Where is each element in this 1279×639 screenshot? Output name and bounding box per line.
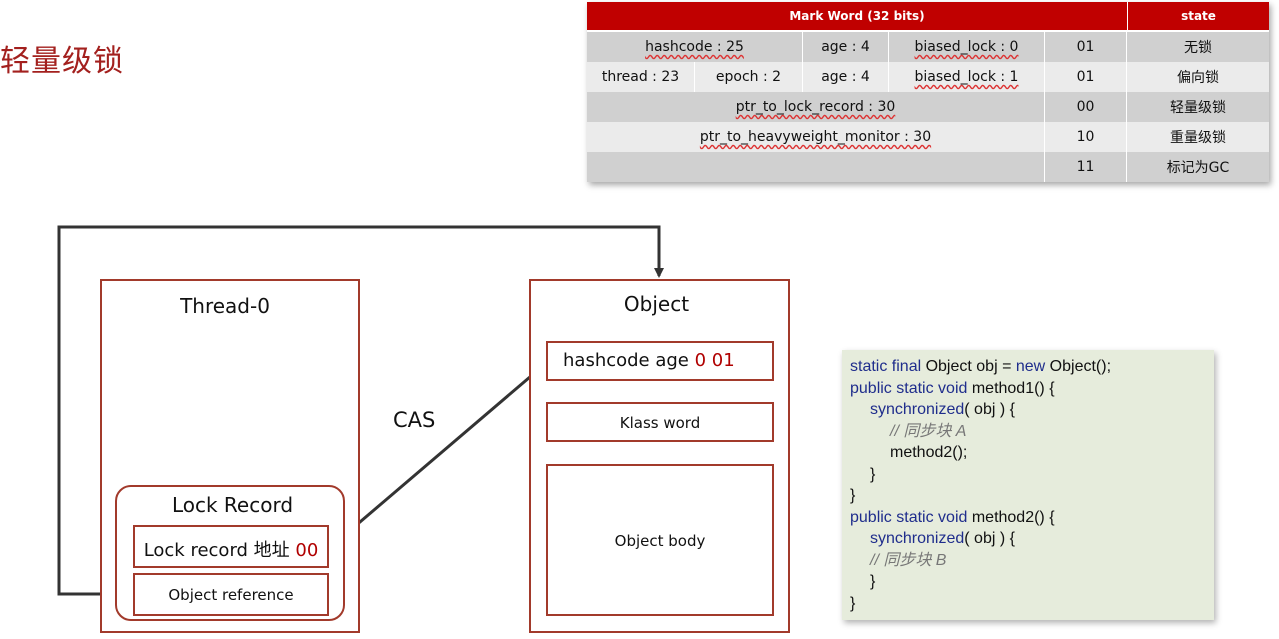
table-row: 11 标记为GC	[587, 152, 1269, 182]
code-line: }	[850, 594, 856, 612]
cell-thread: thread : 23	[601, 69, 680, 85]
klass-word-box	[546, 402, 774, 442]
table-row: hashcode : 25 age : 4 biased_lock : 0 01…	[587, 32, 1269, 62]
object-title: Object	[623, 292, 690, 316]
code-line: }	[870, 465, 876, 483]
mark-word-header: Mark Word (32 bits)	[587, 2, 1127, 30]
table-row: ptr_to_lock_record : 30 00 轻量级锁	[587, 92, 1269, 122]
lock-record-address	[133, 525, 329, 568]
cell-state: 无锁	[1184, 40, 1212, 56]
cell-bits: 01	[1076, 39, 1095, 55]
cell-bits: 11	[1076, 159, 1095, 175]
table-row: thread : 23 epoch : 2 age : 4 biased_loc…	[587, 62, 1269, 92]
state-header: state	[1128, 2, 1269, 30]
code-line: public static void method1() {	[850, 379, 1055, 397]
object-body-label: Object body	[614, 532, 706, 550]
object-header-text: hashcode age	[563, 350, 695, 371]
object-header-bits: 0 01	[694, 350, 735, 371]
cell-biased-lock: biased_lock : 1	[914, 69, 1019, 85]
object-body-box	[546, 464, 774, 616]
reference-arrow	[57, 225, 664, 596]
object-reference-box	[133, 573, 329, 616]
cell-epoch: epoch : 2	[715, 69, 782, 85]
thread-title: Thread-0	[180, 294, 270, 318]
table-row: ptr_to_heavyweight_monitor : 30 10 重量级锁	[587, 122, 1269, 152]
object-header-box	[546, 341, 774, 381]
cell-ptr-monitor: ptr_to_heavyweight_monitor : 30	[699, 129, 932, 145]
cell-state: 轻量级锁	[1170, 100, 1226, 116]
lock-record-address-text: Lock record 地址	[143, 540, 296, 561]
cell-bits: 00	[1076, 99, 1095, 115]
cell-state: 偏向锁	[1177, 70, 1219, 86]
cell-hashcode: hashcode : 25	[645, 39, 744, 55]
cell-ptr-lock-record: ptr_to_lock_record : 30	[735, 99, 896, 115]
object-reference-label: Object reference	[168, 586, 294, 604]
cell-biased-lock: biased_lock : 0	[914, 39, 1019, 55]
code-line: public static void method2() {	[850, 508, 1055, 526]
cell-state: 重量级锁	[1170, 130, 1226, 146]
code-line: synchronized( obj ) {	[870, 401, 1015, 418]
code-line: }	[870, 573, 876, 590]
code-line: }	[850, 487, 856, 504]
code-comment: // 同步块 B	[870, 551, 947, 569]
cell-age: age : 4	[821, 69, 870, 85]
cas-label: CAS	[393, 408, 436, 432]
mark-word-table: Mark Word (32 bits) state hashcode : 25 …	[587, 2, 1269, 182]
cell-age: age : 4	[821, 39, 870, 55]
code-line: synchronized( obj ) {	[870, 530, 1015, 547]
code-comment: // 同步块 A	[890, 422, 967, 440]
cell-bits: 01	[1076, 69, 1095, 85]
lock-record-bits: 00	[295, 540, 319, 561]
lock-record-title: Lock Record	[171, 493, 294, 517]
page-title: 轻量级锁	[0, 44, 124, 79]
cell-bits: 10	[1076, 129, 1095, 145]
cell-state: 标记为GC	[1166, 160, 1230, 176]
cas-arrow	[323, 363, 546, 554]
code-panel: static final Object obj = new Object(); …	[842, 350, 1214, 620]
code-line: method2();	[890, 444, 968, 461]
code-line: static final Object obj = new Object();	[850, 358, 1112, 375]
klass-word-label: Klass word	[619, 414, 701, 432]
